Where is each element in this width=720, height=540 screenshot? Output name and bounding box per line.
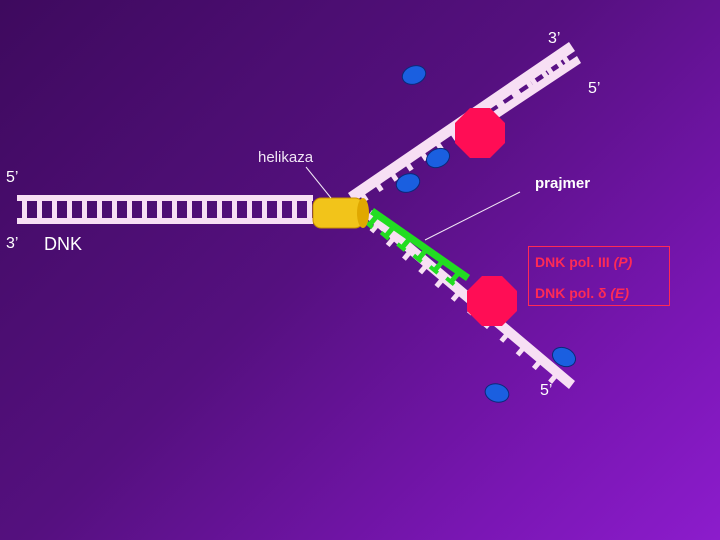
base-pair-rung bbox=[217, 200, 222, 219]
primer-base bbox=[432, 258, 445, 273]
lower-base bbox=[450, 289, 463, 302]
base-pair-rung bbox=[307, 200, 312, 219]
lower-base bbox=[402, 248, 414, 261]
base-pair-rung bbox=[67, 200, 72, 219]
base-pair-rung bbox=[292, 200, 297, 219]
lower-base bbox=[531, 357, 544, 371]
upper-base bbox=[402, 158, 414, 172]
label-bottom-strand-5prime: 5’ bbox=[540, 382, 553, 399]
ssb-protein-5 bbox=[484, 383, 510, 403]
base-pair-rung bbox=[127, 200, 132, 219]
upper-complement-base bbox=[561, 55, 572, 67]
upper-base bbox=[523, 76, 534, 90]
upper-complement-backbone bbox=[482, 56, 581, 126]
prajmer-pointer bbox=[424, 191, 521, 241]
helikaza-enzyme bbox=[312, 197, 369, 229]
upper-complement-base bbox=[529, 77, 540, 89]
upper-base bbox=[432, 138, 444, 151]
label-dnk: DNK bbox=[44, 234, 83, 254]
primer-base bbox=[367, 213, 380, 227]
base-pair-rung bbox=[262, 200, 267, 219]
primer-base-cap bbox=[412, 253, 423, 264]
ssb-proteins bbox=[395, 65, 577, 403]
base-pair-rung bbox=[142, 200, 147, 219]
legend-pol-delta-name: DNK pol. δ bbox=[535, 285, 607, 301]
base-pair-rung bbox=[232, 200, 237, 219]
base-pair-rung bbox=[157, 200, 162, 219]
ssb-protein-4 bbox=[551, 346, 577, 368]
lower-base bbox=[369, 220, 382, 234]
lower-base bbox=[499, 330, 511, 343]
upper-base bbox=[417, 148, 429, 162]
base-pair-rung bbox=[37, 200, 42, 219]
primer-base-cap bbox=[396, 242, 407, 252]
label-helikaza: helikaza bbox=[258, 149, 314, 166]
parent-base-pairs bbox=[22, 200, 312, 219]
parent-dna-duplex bbox=[17, 195, 313, 224]
base-pair-rung bbox=[172, 200, 177, 219]
base-pair-rung bbox=[22, 200, 27, 219]
primer-base bbox=[400, 236, 413, 250]
primer-base bbox=[416, 247, 429, 261]
polymerase-legend: DNK pol. III (P) DNK pol. δ (E) bbox=[528, 246, 670, 306]
primer-base bbox=[383, 224, 396, 238]
upper-complement-base bbox=[497, 98, 507, 110]
upper-complement-base bbox=[545, 66, 556, 78]
primer-base-cap bbox=[428, 265, 440, 275]
primer bbox=[363, 208, 470, 287]
legend-row-pol-delta: DNK pol. δ (E) bbox=[535, 285, 629, 301]
base-pair-rung bbox=[202, 200, 207, 219]
polymerase-lower bbox=[467, 276, 517, 326]
base-pair-rung bbox=[82, 200, 87, 219]
parent-top-strand bbox=[17, 195, 313, 201]
primer-base bbox=[449, 270, 462, 284]
base-pair-rung bbox=[247, 200, 252, 219]
base-pair-rung bbox=[277, 200, 282, 219]
label-top-strand-3prime: 3’ bbox=[548, 30, 561, 47]
legend-row-pol-iii: DNK pol. III (P) bbox=[535, 254, 632, 270]
ssb-protein-3 bbox=[395, 173, 421, 193]
base-pair-rung bbox=[112, 200, 117, 219]
upper-base bbox=[372, 179, 384, 193]
ssb-protein-1 bbox=[401, 65, 427, 85]
legend-pol-iii-sub: (P) bbox=[613, 254, 633, 270]
upper-base bbox=[387, 169, 399, 182]
primer-base-cap bbox=[379, 230, 391, 241]
legend-pol-delta-sub: (E) bbox=[610, 285, 630, 301]
base-pair-rung bbox=[97, 200, 102, 219]
helikaza-pointer bbox=[305, 166, 332, 199]
legend-pol-iii-name: DNK pol. III bbox=[535, 254, 610, 270]
lower-base bbox=[418, 261, 430, 275]
upper-base bbox=[553, 56, 564, 69]
label-left-3prime: 3’ bbox=[6, 235, 19, 252]
base-pair-rung bbox=[187, 200, 192, 219]
lower-base bbox=[385, 234, 398, 248]
polymerase-upper bbox=[455, 108, 505, 158]
lower-base bbox=[434, 275, 447, 289]
primer-backbone bbox=[370, 208, 470, 281]
ssb-protein-2 bbox=[425, 147, 451, 169]
lower-base bbox=[515, 344, 528, 357]
label-top-strand-5prime: 5’ bbox=[588, 80, 601, 97]
primer-base-cap bbox=[445, 276, 456, 287]
label-prajmer: prajmer bbox=[535, 175, 591, 192]
upper-base bbox=[538, 66, 549, 80]
lower-base bbox=[548, 371, 560, 384]
label-left-5prime: 5’ bbox=[6, 169, 19, 186]
upper-complement-base bbox=[513, 87, 524, 99]
base-pair-rung bbox=[52, 200, 57, 219]
upper-base bbox=[357, 189, 369, 203]
parent-bottom-strand bbox=[17, 218, 313, 224]
